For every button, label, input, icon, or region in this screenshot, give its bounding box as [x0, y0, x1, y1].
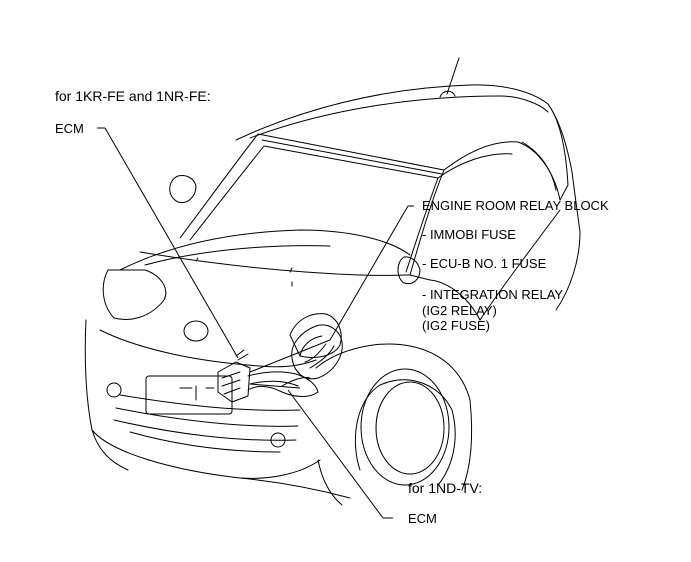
label-ecm-bottom: ECM [408, 511, 437, 526]
label-engine-room-relay-block: ENGINE ROOM RELAY BLOCK [422, 198, 609, 213]
label-ig2-relay: (IG2 RELAY) [422, 303, 497, 318]
leader-ecm-bottom-diag [287, 389, 384, 519]
car-illustration [84, 57, 581, 506]
header-1kr-fe-1nr-fe: for 1KR-FE and 1NR-FE: [55, 88, 211, 104]
label-integration-relay: - INTEGRATION RELAY [422, 287, 564, 302]
label-ecm-top: ECM [55, 121, 84, 136]
leader-lines [97, 127, 414, 519]
leader-relay-to-harness [249, 339, 331, 373]
label-ecu-b-no1-fuse: - ECU-B NO. 1 FUSE [422, 256, 547, 271]
leader-ecm-bottom-diag2 [249, 383, 301, 389]
leader-ecm-top-diag [104, 127, 239, 359]
header-1nd-tv: for 1ND-TV: [408, 480, 483, 496]
label-ig2-fuse: (IG2 FUSE) [422, 318, 490, 333]
label-immobi-fuse: - IMMOBI FUSE [422, 227, 516, 242]
leader-relay-block-diag [329, 205, 409, 341]
